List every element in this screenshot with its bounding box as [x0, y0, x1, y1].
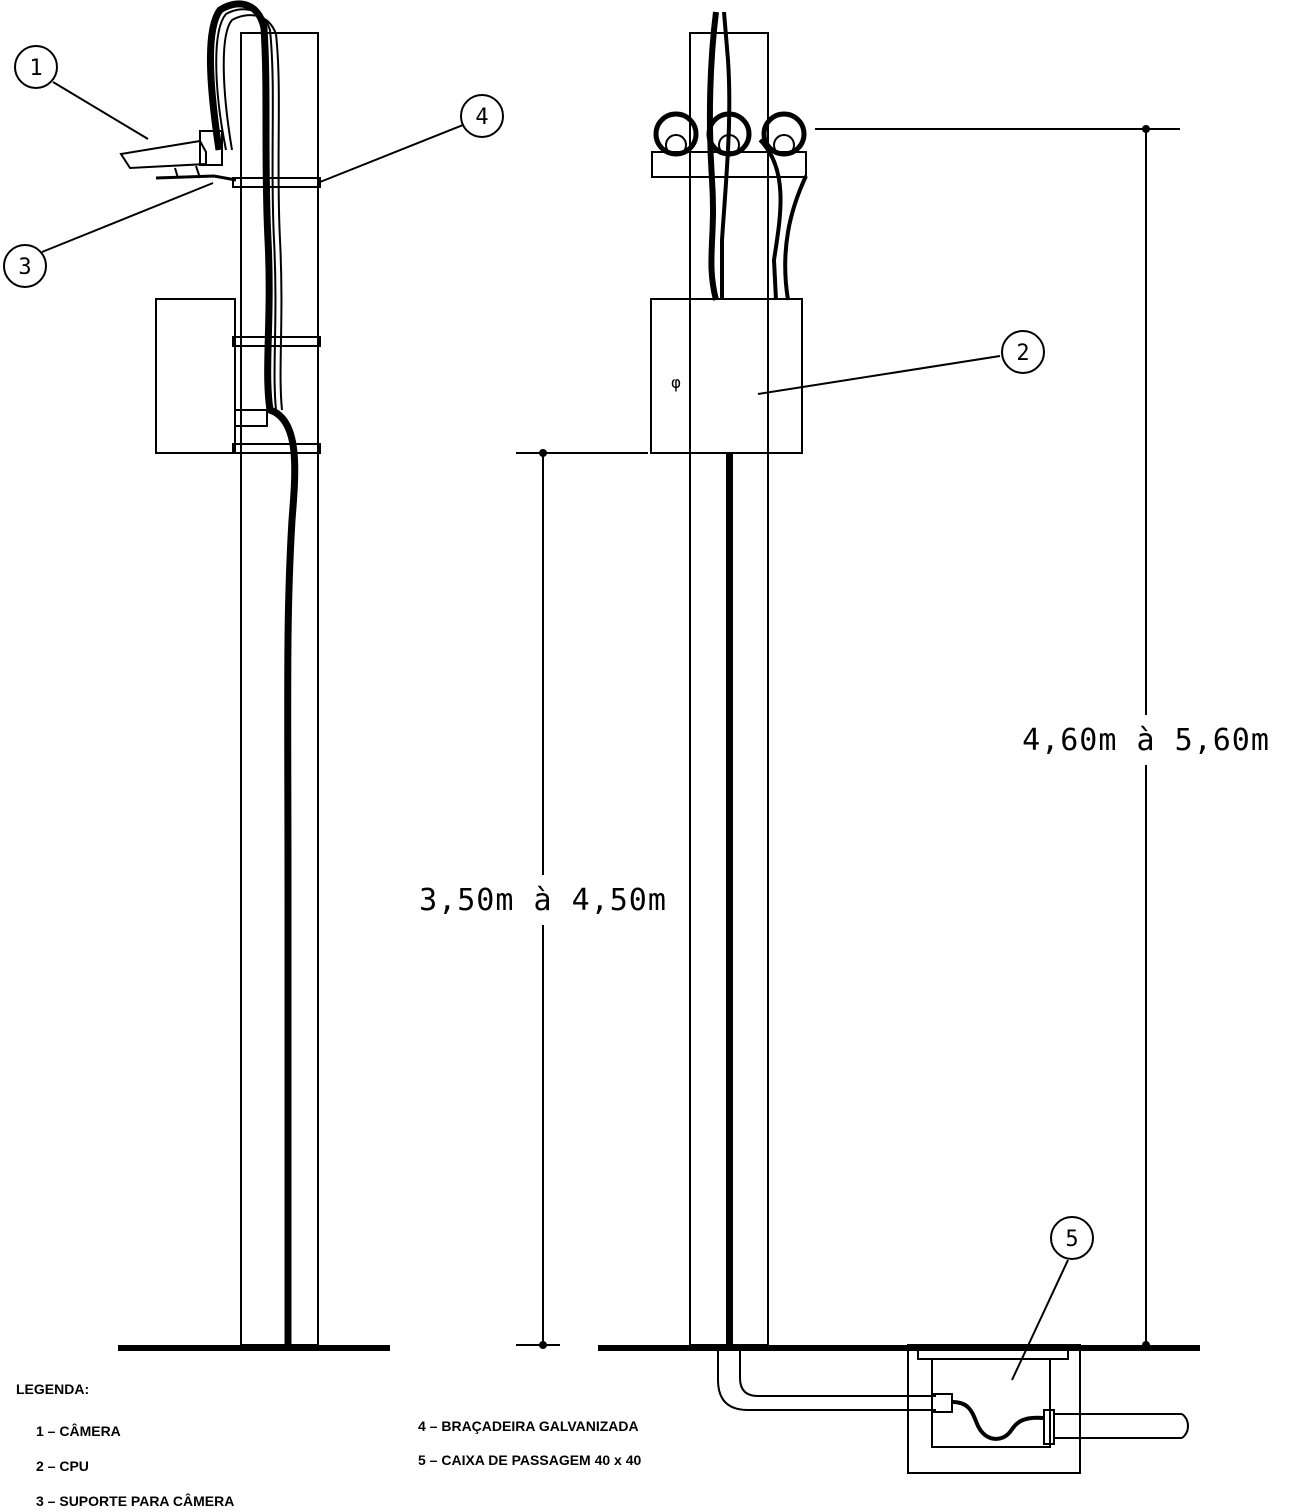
- right-down-cable: [726, 453, 733, 1345]
- cpu-box-lock-symbol: φ: [671, 373, 681, 392]
- legend-item-1: 1 – CÂMERA: [36, 1422, 121, 1439]
- callout-3: 3: [3, 244, 47, 288]
- conduit-outer: [717, 1351, 936, 1411]
- svg-text:3: 3: [18, 255, 31, 280]
- clamp-mid: [232, 336, 321, 347]
- clamp-top: [232, 177, 321, 188]
- left-pole: [240, 32, 319, 1346]
- leader-3: [41, 182, 214, 253]
- svg-text:1: 1: [29, 56, 42, 81]
- right-cable-3: [758, 138, 783, 301]
- callout-5: 5: [1050, 1216, 1094, 1260]
- camera-mount: [155, 174, 237, 182]
- cable-lower-edge: [281, 419, 294, 1345]
- right-ground-line: [598, 1345, 1200, 1351]
- leader-2: [757, 355, 1001, 395]
- cpu-box-side: [155, 298, 236, 454]
- camera-front-right: [761, 111, 807, 157]
- conduit-inner: [739, 1351, 936, 1397]
- right-cable-2: [720, 11, 732, 300]
- legend-item-2: 2 – CPU: [36, 1458, 89, 1474]
- dimension-label-camera: 4,60m à 5,60m: [1022, 723, 1270, 758]
- right-cable-1: [706, 11, 719, 301]
- thin-cable-a: [215, 8, 277, 411]
- leader-5: [1011, 1259, 1069, 1381]
- legend-item-3: 3 – SUPORTE PARA CÂMERA: [36, 1492, 234, 1509]
- outgoing-conduit: [1054, 1413, 1189, 1439]
- leader-4: [319, 124, 464, 183]
- clamp-low: [232, 443, 321, 454]
- junction-box-cable: [951, 1400, 1045, 1441]
- legend-title: LEGENDA:: [16, 1381, 89, 1397]
- legend: LEGENDA: 1 – CÂMERA 2 – CPU 3 – SUPORTE …: [16, 1381, 642, 1509]
- dimension-label-cpu: 3,50m à 4,50m: [419, 883, 667, 918]
- leader-1: [52, 81, 149, 140]
- left-ground-line: [118, 1345, 390, 1351]
- callout-2: 2: [1001, 330, 1045, 374]
- thin-cable-b: [222, 14, 283, 411]
- junction-box-right-sleeve: [1043, 1409, 1055, 1445]
- cable-entry: [234, 409, 268, 427]
- junction-box-inner: [931, 1358, 1051, 1448]
- left-pole-view: 1 3 4: [3, 0, 504, 1351]
- svg-text:2: 2: [1016, 341, 1029, 366]
- right-pole-view: φ 2 5: [598, 11, 1200, 1474]
- legend-item-4: 4 – BRAÇADEIRA GALVANIZADA: [418, 1418, 639, 1434]
- thick-cable: [206, 0, 299, 1345]
- camera-housing: [119, 139, 207, 170]
- svg-text:4: 4: [475, 105, 488, 130]
- camera-front-left: [653, 111, 699, 157]
- dimension-cpu-height: 3,50m à 4,50m: [419, 449, 667, 1349]
- callout-4: 4: [460, 94, 504, 138]
- callout-1: 1: [14, 45, 58, 89]
- dimension-camera-height: 4,60m à 5,60m: [815, 125, 1270, 1349]
- legend-item-5: 5 – CAIXA DE PASSAGEM 40 x 40: [418, 1452, 642, 1468]
- right-cable-4: [783, 175, 808, 301]
- svg-text:5: 5: [1065, 1227, 1078, 1252]
- camera-bracket: [174, 165, 201, 179]
